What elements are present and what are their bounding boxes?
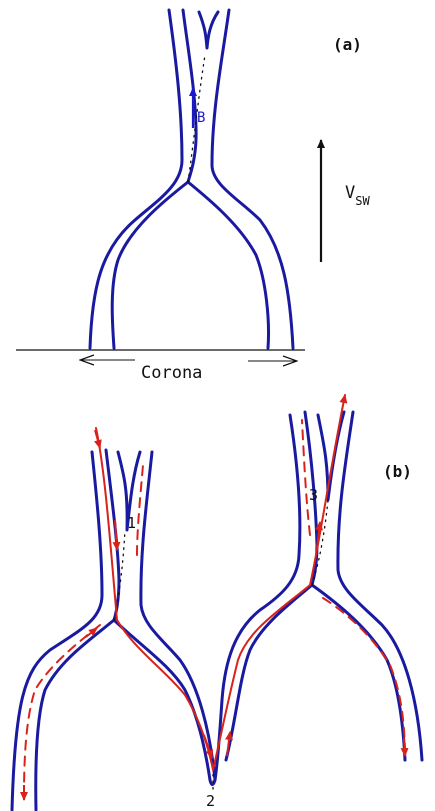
panel-a-label: (a): [333, 35, 362, 54]
panel-a: (a) B VSW Corona: [16, 10, 370, 383]
flow-dash-b2-right: [323, 598, 405, 750]
velocity-label-main: V: [345, 183, 355, 203]
corona-label: Corona: [141, 363, 202, 383]
velocity-label-subscript: SW: [355, 194, 370, 208]
streamer-a-inner-right: [188, 182, 269, 348]
streamer-b1-outer-right: [141, 452, 215, 780]
panel-b: (b) 1 2: [12, 395, 422, 810]
streamer-a-outer-left: [90, 10, 182, 348]
streamer-b1-inner-right: [114, 620, 210, 780]
panel-b-label: (b): [383, 462, 412, 481]
streamer-tube-b1: [12, 450, 215, 810]
streamer-tube-a: [90, 10, 293, 348]
streamer-b2-outer-left: [215, 415, 300, 780]
streamer-a-inner-left: [112, 10, 196, 348]
streamer-a-outer-right: [212, 10, 293, 348]
point-label-1: 1: [127, 514, 136, 532]
flow-dash-b2-right-arrow-down: [404, 738, 405, 756]
field-label: B: [197, 110, 205, 126]
velocity-label: VSW: [345, 183, 370, 208]
point-label-3: 3: [309, 486, 318, 504]
point-label-2: 2: [206, 792, 215, 810]
streamer-b2-inner-right: [312, 585, 405, 760]
streamer-a-cusp: [199, 12, 218, 48]
